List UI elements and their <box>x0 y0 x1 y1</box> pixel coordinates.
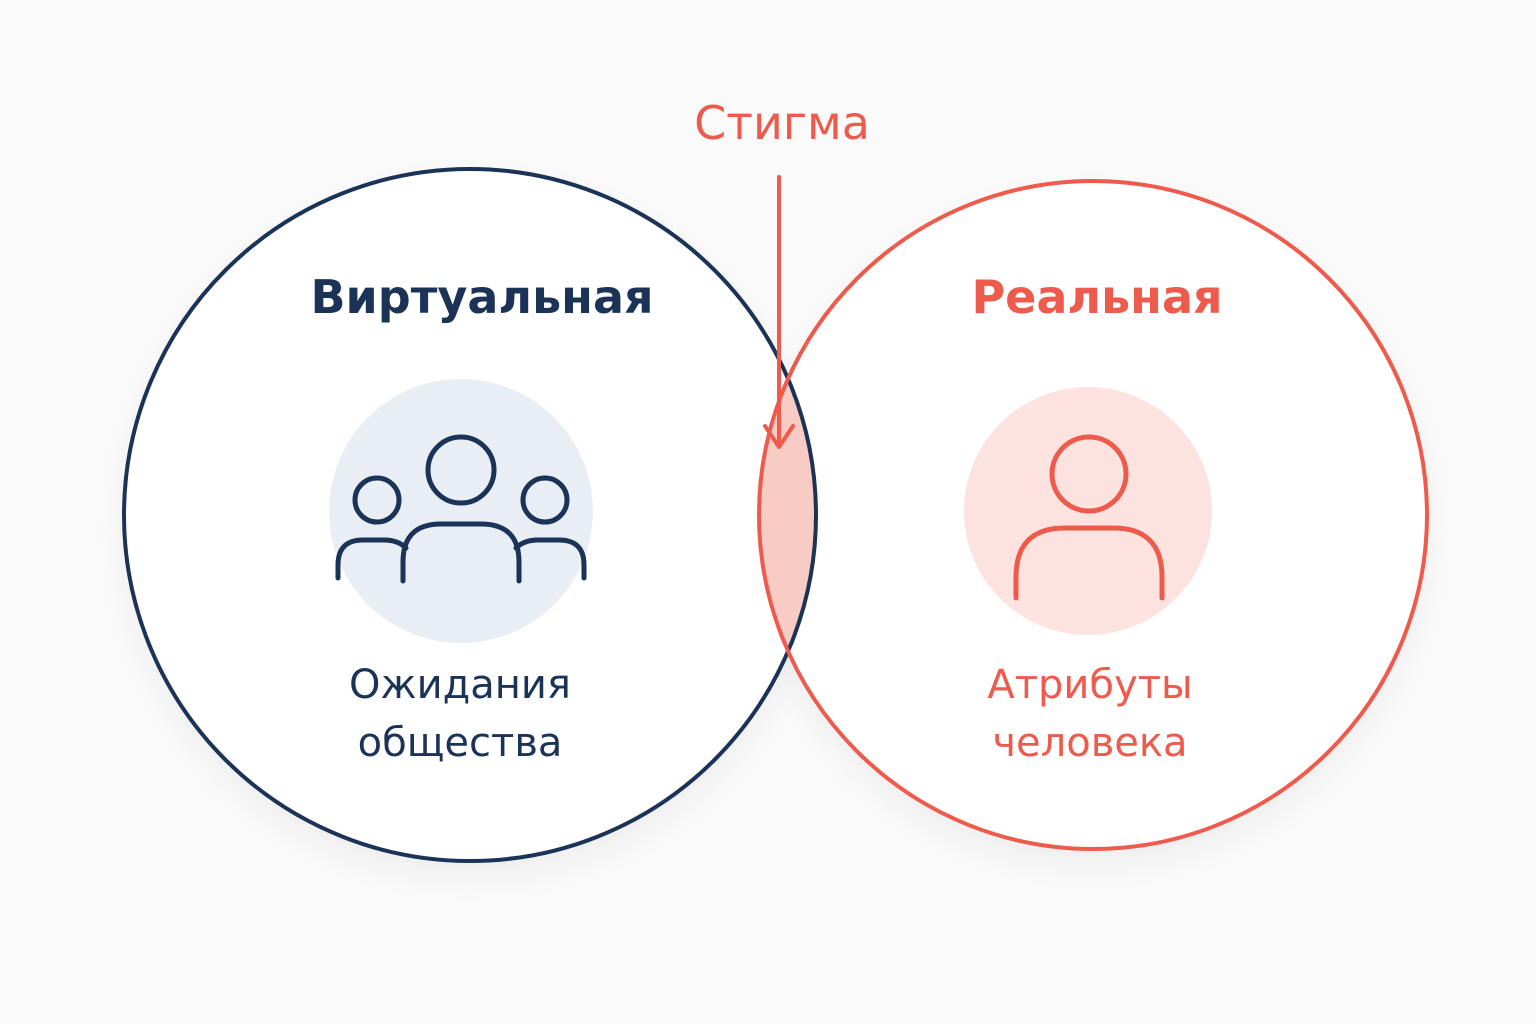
caption-line: Ожидания <box>349 662 571 708</box>
caption-line: Атрибуты <box>987 662 1193 708</box>
caption-line: человека <box>992 720 1188 766</box>
society-expectations-caption: Ожидания общества <box>260 656 660 772</box>
right-circle-outline <box>757 179 1429 851</box>
person-icon <box>1013 434 1165 601</box>
caption-line: общества <box>357 720 563 766</box>
left-circle-outline <box>122 167 818 863</box>
stigma-arrow <box>763 175 795 449</box>
virtual-identity-title: Виртуальная <box>310 270 654 324</box>
left-icon-background <box>329 379 593 643</box>
stigma-label: Стигма <box>694 96 870 150</box>
person-attributes-caption: Атрибуты человека <box>890 656 1290 772</box>
group-icon <box>335 434 587 584</box>
real-identity-title: Реальная <box>971 270 1223 324</box>
